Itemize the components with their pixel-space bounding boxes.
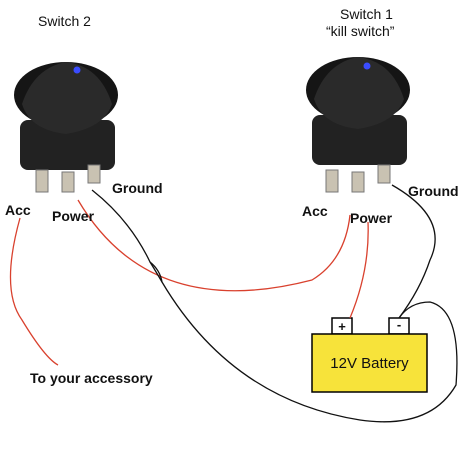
switch-2-rocker [22, 62, 112, 134]
switch-2 [14, 62, 118, 193]
battery-plus-sign: + [338, 319, 346, 334]
power-wire-battery [349, 221, 369, 319]
switch-2-power-terminal [61, 171, 75, 193]
switch-1-power-terminal [351, 171, 365, 193]
switch-1-rocker [314, 57, 404, 129]
switch-1-acc-label: Acc [302, 203, 328, 219]
battery-minus-sign: - [396, 317, 402, 332]
switch-1-ground-terminal [377, 164, 391, 184]
power-wire-switch-2 [77, 199, 351, 292]
switch-1-housing [312, 115, 407, 165]
ground-wire-crossover [149, 261, 163, 283]
accessory-wire [9, 217, 59, 366]
accessory-label: To your accessory [30, 370, 153, 386]
switch-2-acc-label: Acc [5, 202, 31, 218]
switch-1-acc-terminal [325, 169, 339, 193]
switch-1-subtitle: “kill switch” [326, 23, 395, 39]
switch-2-acc-terminal [35, 169, 49, 193]
battery [311, 317, 428, 393]
switch-1-indicator-light [363, 62, 371, 70]
switch-2-title: Switch 2 [38, 13, 91, 29]
switch-2-housing [20, 120, 115, 170]
ground-wire-switch-1 [391, 184, 436, 319]
switch-2-ground-label: Ground [112, 180, 163, 196]
switch-1-power-label: Power [350, 210, 393, 226]
switch-2-power-label: Power [52, 208, 95, 224]
switch-1 [306, 57, 410, 193]
switch-2-indicator-light [73, 66, 81, 74]
switch-1-ground-label: Ground [408, 183, 459, 199]
switch-1-title: Switch 1 [340, 6, 393, 22]
battery-label: 12V Battery [330, 355, 409, 372]
switch-2-ground-terminal [87, 164, 101, 184]
battery-body [311, 333, 428, 393]
